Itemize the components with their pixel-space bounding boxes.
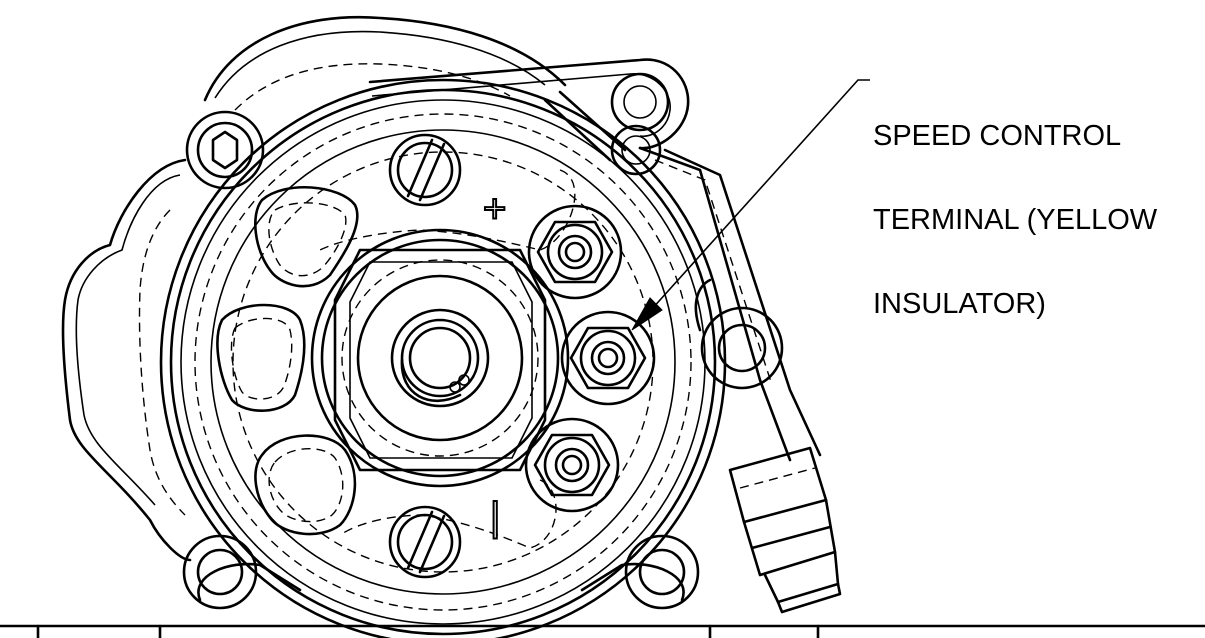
right-mounting-ear — [694, 278, 784, 390]
callout-line-1: SPEED CONTROL — [873, 120, 1122, 152]
callout-line-2: TERMINAL (YELLOW — [873, 204, 1158, 236]
callout-arrowhead — [631, 297, 663, 331]
cable-connector — [728, 446, 842, 614]
mount-bolt-upper-left — [185, 110, 265, 190]
speed-control-terminal — [560, 310, 656, 406]
brush-screw-bottom — [388, 505, 462, 579]
speed-control-terminal-callout: SPEED CONTROL TERMINAL (YELLOW INSULATOR… — [873, 66, 1157, 346]
upper-housing-lobe — [203, 15, 567, 111]
mount-bolt-upper-right — [610, 124, 662, 176]
left-housing-lobe — [61, 158, 192, 562]
positive-polarity-mark: + — [483, 187, 506, 231]
cable-bracket — [368, 58, 822, 462]
negative-terminal — [524, 417, 620, 513]
brush-screw-top — [388, 133, 462, 207]
base-plate — [0, 624, 1205, 638]
shaft-hub — [310, 228, 570, 488]
callout-line-3: INSULATOR) — [873, 288, 1046, 320]
positive-terminal — [527, 204, 623, 300]
negative-polarity-mark: | — [490, 495, 500, 539]
cooling-windows — [216, 185, 359, 536]
callout-leader — [631, 79, 870, 331]
